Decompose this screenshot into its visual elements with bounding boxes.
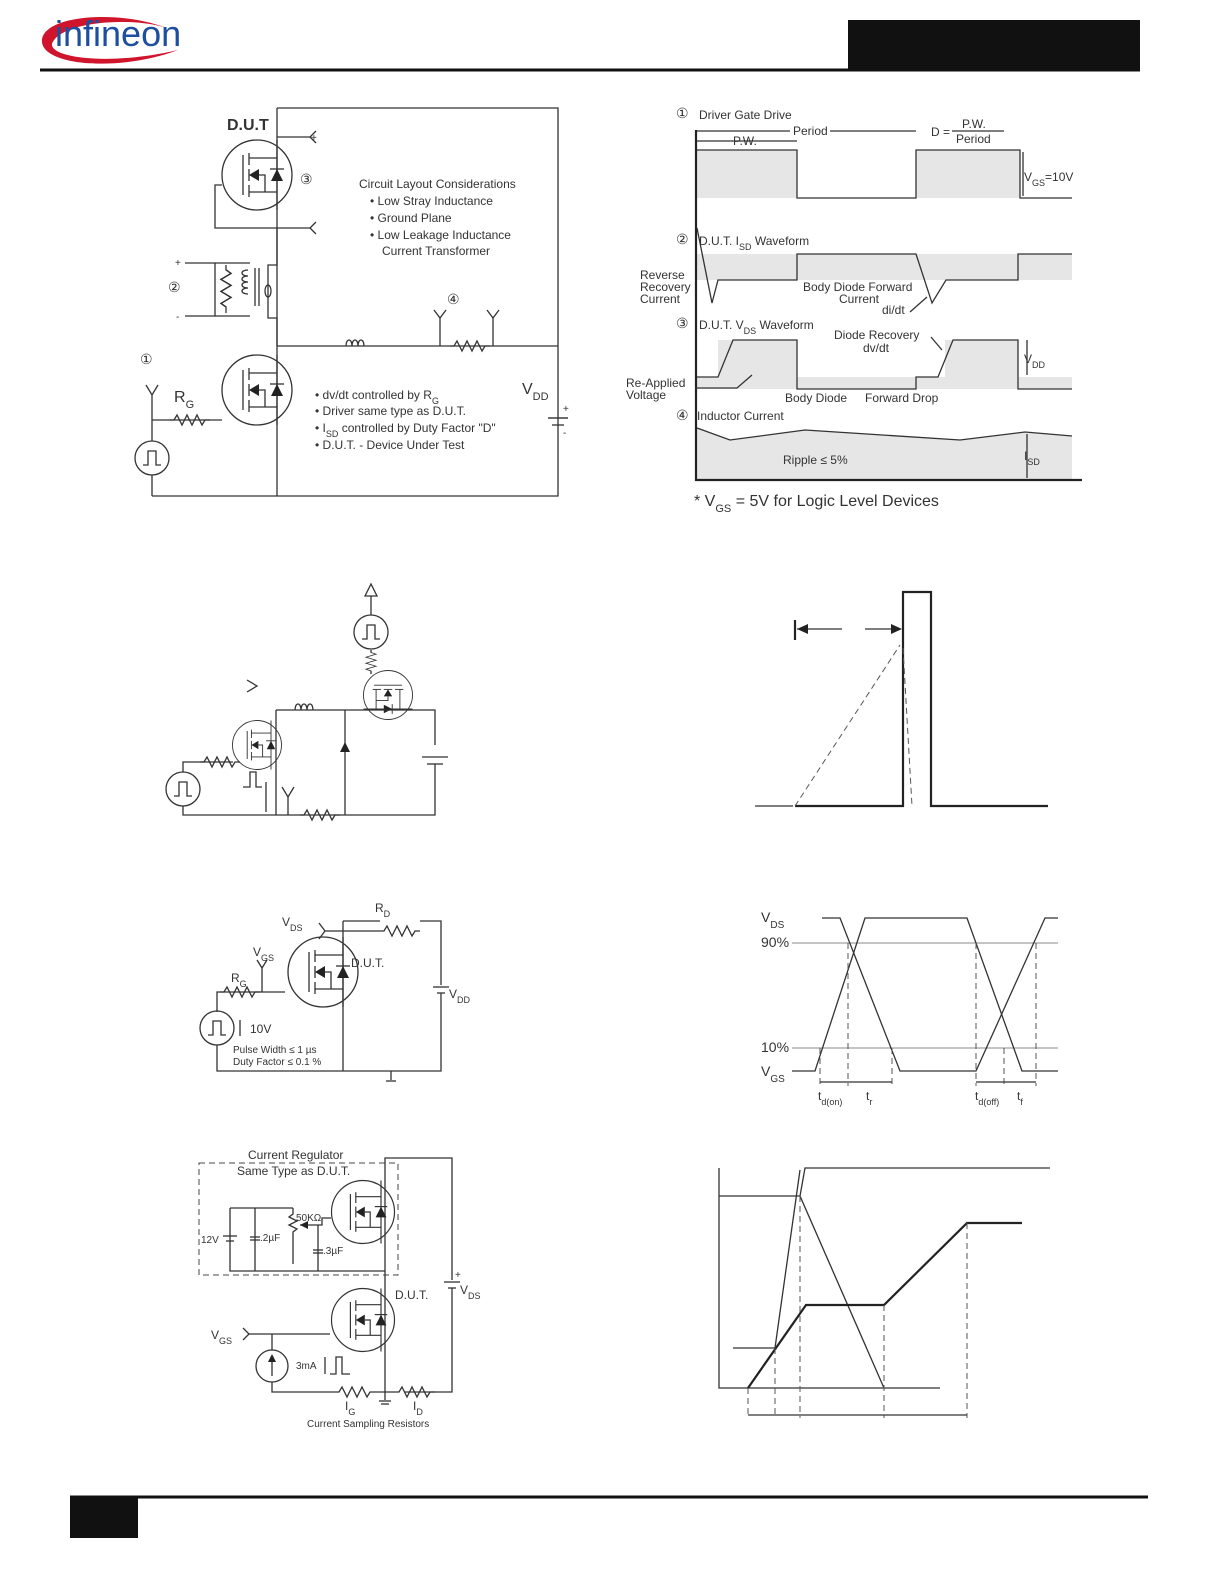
switching-time-waveforms: VDS 90% 10% VGS td(on) tr td(off) tf (761, 909, 1058, 1107)
svg-text:3mA: 3mA (296, 1361, 317, 1372)
layout-title: Circuit Layout Considerations (359, 177, 516, 191)
diode-recovery-test-circuit: D.U.T + ③ + - ② ① RG ④ (134, 107, 569, 497)
marker-2: ② (168, 279, 181, 295)
header-black-box (848, 20, 1140, 71)
svg-text:Duty Factor ≤ 0.1 %: Duty Factor ≤ 0.1 % (233, 1057, 321, 1068)
layout-item: Current Transformer (382, 244, 490, 258)
svg-text:ISD: ISD (1024, 449, 1040, 467)
svg-text:P.W.: P.W. (733, 134, 757, 148)
svg-text:10V: 10V (250, 1022, 271, 1036)
svg-text:RG: RG (231, 971, 247, 989)
switching-test-circuit: VDS RD VGS RG D.U.T. VDD 10V Pulse Width… (199, 901, 471, 1082)
svg-text:Reverse: Reverse (640, 268, 685, 282)
svg-text:-: - (563, 428, 566, 439)
avalanche-test-circuit (165, 582, 448, 821)
logo-text: infineon (55, 13, 181, 54)
svg-text:Voltage: Voltage (626, 388, 666, 402)
svg-text:③: ③ (676, 315, 689, 331)
svg-text:90%: 90% (761, 934, 789, 950)
layout-item: • Low Stray Inductance (370, 194, 493, 208)
svg-text:VDS: VDS (761, 909, 785, 931)
svg-text:Forward Drop: Forward Drop (865, 391, 939, 405)
svg-text:-: - (176, 312, 179, 323)
gate-drive-title: Driver Gate Drive (699, 108, 792, 122)
svg-text:.3µF: .3µF (323, 1246, 343, 1257)
layout-item: • Ground Plane (370, 211, 452, 225)
avalanche-waveform (755, 590, 1048, 808)
svg-text:VDD: VDD (449, 987, 471, 1005)
svg-text:di/dt: di/dt (882, 303, 905, 317)
vgs-10v-label: VGS=10V (1024, 170, 1073, 188)
svg-text:td(on): td(on) (818, 1089, 842, 1107)
svg-text:dv/dt: dv/dt (863, 341, 890, 355)
svg-text:RD: RD (375, 901, 391, 919)
svg-text:12V: 12V (201, 1235, 219, 1246)
svg-text:VGS: VGS (211, 1328, 232, 1346)
svg-text:Current Regulator: Current Regulator (248, 1148, 343, 1162)
svg-text:D =: D = (931, 125, 950, 139)
svg-text:VGS: VGS (761, 1063, 785, 1085)
svg-text:Pulse Width ≤ 1 µs: Pulse Width ≤ 1 µs (233, 1045, 317, 1056)
svg-text:VDS: VDS (460, 1283, 481, 1301)
footer-black-box (70, 1497, 138, 1538)
svg-text:Recovery: Recovery (640, 280, 691, 294)
svg-text:④: ④ (676, 407, 689, 423)
svg-text:Body Diode Forward: Body Diode Forward (803, 280, 912, 294)
svg-text:VDD: VDD (1024, 352, 1046, 370)
gate-charge-waveform (718, 1167, 1050, 1418)
svg-text:VGS: VGS (253, 945, 274, 963)
note: • Driver same type as D.U.T. (315, 404, 466, 418)
note: • ISD controlled by Duty Factor "D" (315, 421, 496, 439)
svg-text:P.W.: P.W. (962, 117, 986, 131)
marker-3: ③ (300, 171, 313, 187)
svg-text:D.U.T. ISD Waveform: D.U.T. ISD Waveform (699, 234, 809, 252)
svg-text:Same Type as D.U.T.: Same Type as D.U.T. (237, 1164, 350, 1178)
svg-text:Re-Applied: Re-Applied (626, 376, 685, 390)
vdd-label: VDD (522, 381, 549, 403)
svg-text:Ripple ≤ 5%: Ripple ≤ 5% (783, 453, 848, 467)
svg-text:tf: tf (1017, 1089, 1023, 1107)
svg-text:D.U.T.: D.U.T. (395, 1288, 428, 1302)
note: • D.U.T. - Device Under Test (315, 438, 465, 452)
svg-text:tr: tr (866, 1089, 872, 1107)
logic-level-footnote: * VGS = 5V for Logic Level Devices (694, 493, 939, 515)
svg-text:D.U.T.: D.U.T. (351, 956, 384, 970)
svg-text:D.U.T. VDS Waveform: D.U.T. VDS Waveform (699, 318, 814, 336)
note: • dv/dt controlled by RG (315, 388, 439, 406)
svg-text:50KΩ: 50KΩ (296, 1213, 322, 1224)
rg-label: RG (174, 389, 194, 411)
svg-text:Current: Current (640, 292, 681, 306)
svg-text:+: + (563, 404, 569, 415)
infineon-logo: infineon (41, 13, 181, 64)
svg-text:.2µF: .2µF (260, 1233, 280, 1244)
gate-charge-test-circuit: Current Regulator Same Type as D.U.T. 50… (198, 1148, 481, 1430)
marker-4: ④ (447, 291, 460, 307)
svg-text:Diode Recovery: Diode Recovery (834, 328, 919, 342)
svg-text:+: + (455, 1270, 461, 1281)
driver-mosfet-symbol (221, 354, 293, 426)
svg-text:+: + (311, 133, 317, 144)
diode-recovery-waveforms: ① Driver Gate Drive Period P.W. D = P.W.… (626, 105, 1082, 515)
inductor-symbol (345, 339, 365, 347)
svg-text:Inductor Current: Inductor Current (697, 409, 784, 423)
svg-text:IG: IG (345, 1399, 355, 1417)
pulse-source-icon (134, 440, 170, 476)
svg-text:②: ② (676, 231, 689, 247)
svg-text:VDS: VDS (282, 915, 303, 933)
svg-text:Current: Current (839, 292, 880, 306)
dut-label: D.U.T (227, 117, 269, 134)
svg-text:10%: 10% (761, 1039, 789, 1055)
svg-text:Current Sampling Resistors: Current Sampling Resistors (307, 1419, 429, 1430)
svg-text:Body Diode: Body Diode (785, 391, 847, 405)
dut-mosfet-symbol (221, 139, 293, 211)
svg-text:ID: ID (413, 1399, 423, 1417)
svg-text:Period: Period (956, 132, 991, 146)
svg-text:+: + (175, 258, 181, 269)
svg-text:Period: Period (793, 124, 828, 138)
svg-text:td(off): td(off) (975, 1089, 999, 1107)
svg-text:①: ① (676, 105, 689, 121)
marker-1: ① (140, 351, 153, 367)
layout-item: • Low Leakage Inductance (370, 228, 511, 242)
